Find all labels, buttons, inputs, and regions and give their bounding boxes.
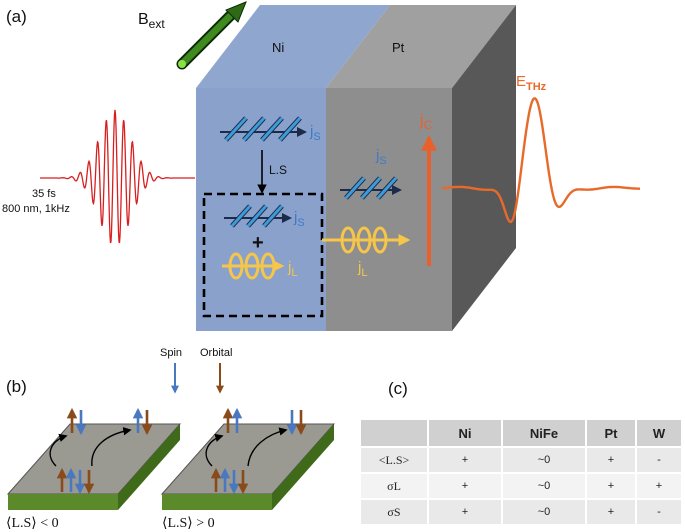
- caption-neg: ⟨L.S⟩ < 0: [6, 516, 59, 531]
- panel-label-b: (b): [6, 377, 27, 396]
- jl-label-pt: jL: [357, 259, 367, 279]
- row-label: σS: [361, 498, 429, 524]
- js-label-pt: jS: [375, 147, 387, 167]
- table-header-cell: [361, 420, 429, 447]
- orbital-current-ni: [222, 252, 285, 280]
- table-cell: +: [586, 446, 637, 473]
- film-left: [6, 423, 182, 510]
- table-cell: ~0: [502, 446, 587, 473]
- orbital-current-pt: [322, 226, 411, 254]
- table-cell: ~0: [502, 472, 587, 499]
- pt-top-face: [326, 5, 516, 88]
- table-header-cell: Ni: [428, 420, 503, 447]
- panel-label-a: (a): [6, 7, 27, 26]
- spin-legend-label: Spin: [160, 347, 182, 359]
- table-row: σS + ~0 + -: [361, 498, 683, 524]
- jc-label: jC: [419, 112, 433, 132]
- laser-pulse: [40, 109, 195, 244]
- jl-label-ni: jL: [287, 259, 297, 279]
- table-header-cell: NiFe: [502, 420, 587, 447]
- table-header-cell: W: [636, 420, 683, 447]
- row-label: σL: [361, 472, 429, 499]
- table-cell: -: [636, 446, 683, 473]
- row-label: <L.S>: [361, 446, 429, 473]
- thz-label: ETHz: [516, 73, 547, 93]
- panel-label-c: (c): [388, 379, 408, 398]
- ni-layer-label: Ni: [272, 40, 284, 55]
- table-cell: ~0: [502, 498, 587, 524]
- table-cell: +: [586, 472, 637, 499]
- table-cell: +: [586, 498, 637, 524]
- pulse-spec-label: 800 nm, 1kHz: [2, 203, 70, 215]
- block-side-face: [452, 5, 516, 331]
- table-cell: +: [428, 446, 503, 473]
- orbital-legend-label: Orbital: [200, 347, 232, 359]
- table-header-row: Ni NiFe Pt W: [361, 420, 683, 447]
- caption-pos: ⟨L.S⟩ > 0: [162, 516, 215, 531]
- material-properties-table: Ni NiFe Pt W <L.S> + ~0 + - σL + ~0 + + …: [361, 420, 683, 524]
- ni-conversion-box: [202, 192, 324, 318]
- js-label-box: jS: [293, 209, 305, 229]
- plus-sign: +: [252, 232, 264, 254]
- thz-pulse: [441, 97, 640, 224]
- table-row: <L.S> + ~0 + -: [361, 446, 683, 473]
- bext-arrow: [176, 1, 247, 70]
- pt-front-face: [326, 88, 452, 331]
- pt-layer-label: Pt: [392, 40, 405, 55]
- table-cell: -: [636, 498, 683, 524]
- bext-label: Bext: [138, 11, 165, 31]
- table-cell: +: [428, 472, 503, 499]
- film-right-moments: [205, 407, 307, 495]
- spin-current-arrows-ni-top: [220, 116, 307, 142]
- pulse-duration-label: 35 fs: [32, 188, 56, 200]
- table-row: σL + ~0 + +: [361, 472, 683, 499]
- table-cell: +: [428, 498, 503, 524]
- film-right: [160, 423, 336, 510]
- film-left-moments: [49, 407, 153, 495]
- table-cell: +: [636, 472, 683, 499]
- ni-top-face: [196, 5, 390, 88]
- table-header-cell: Pt: [586, 420, 637, 447]
- ls-label: L.S: [269, 163, 287, 177]
- spin-current-arrows-ni-box: [224, 204, 292, 228]
- spin-current-arrows-pt: [340, 176, 402, 200]
- js-label-top: jS: [309, 123, 321, 143]
